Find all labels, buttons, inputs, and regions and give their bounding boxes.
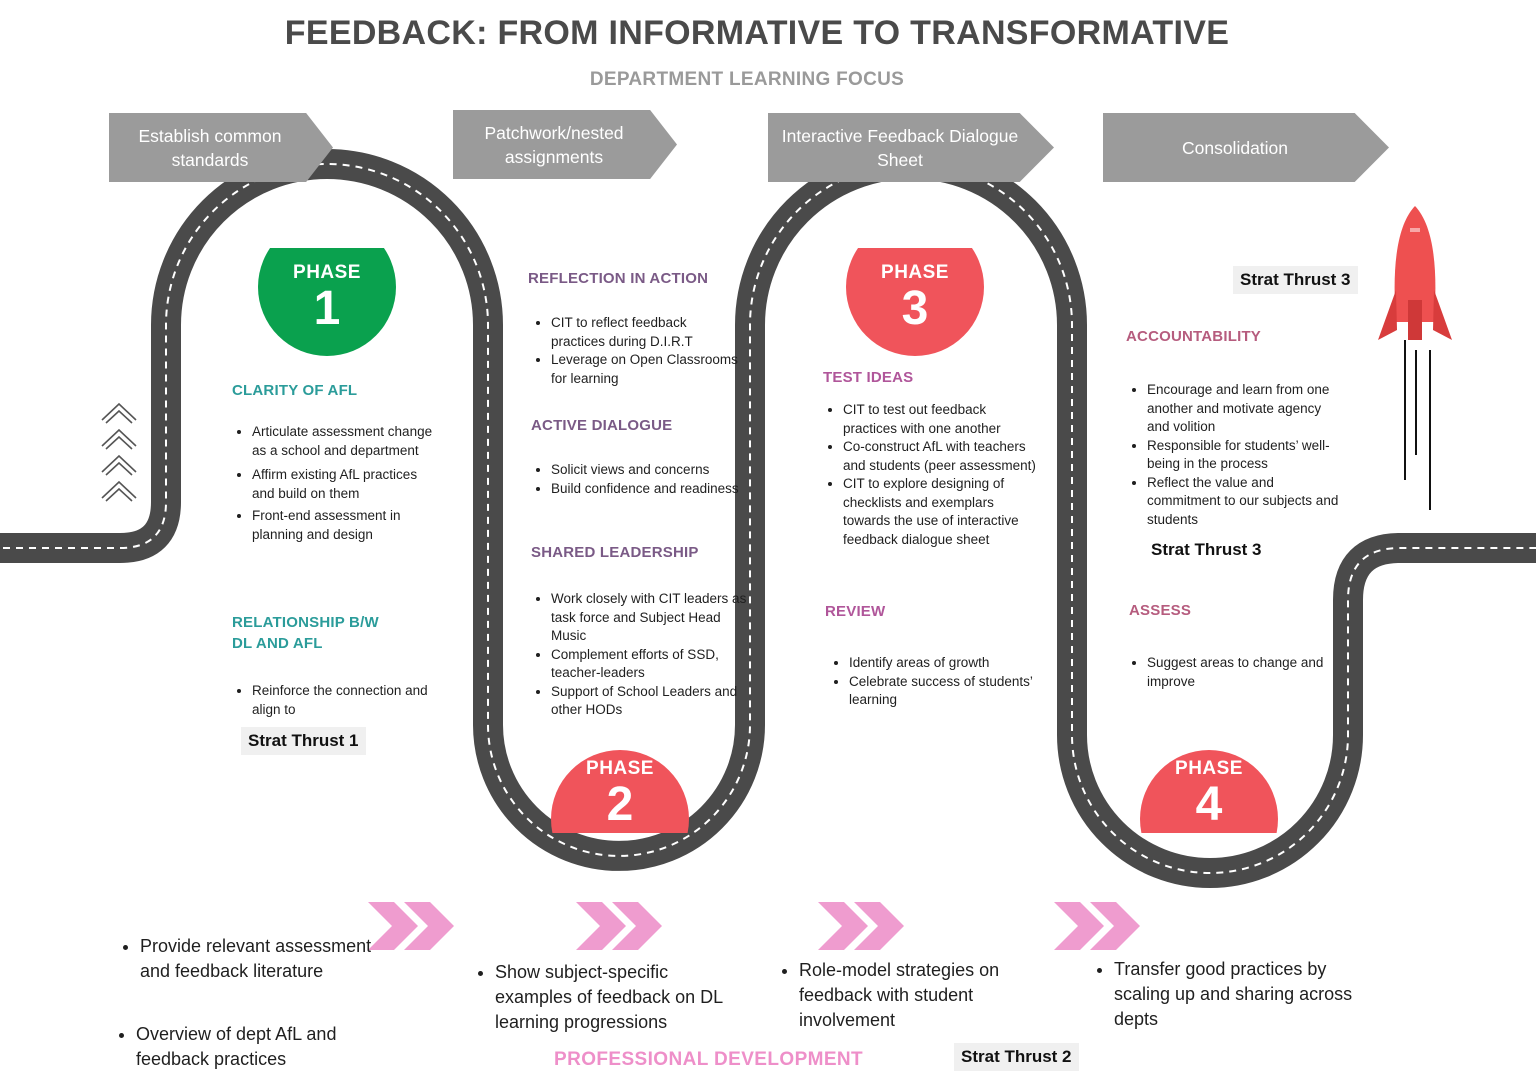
phase2-list-3: Work closely with CIT leaders as task fo…: [531, 590, 751, 720]
strat-thrust-3-top: Strat Thrust 3: [1233, 266, 1358, 294]
phase-1-badge: PHASE 1: [258, 248, 396, 356]
pd-list-2: Show subject-specific examples of feedba…: [473, 960, 745, 1035]
phase4-heading-accountability: ACCOUNTABILITY: [1126, 328, 1262, 345]
phase2-heading-dialogue: ACTIVE DIALOGUE: [531, 417, 673, 434]
phase-2-badge: PHASE 2: [551, 750, 689, 833]
banner-phase-1: Establish common standards: [109, 113, 333, 182]
banner-phase-2: Patchwork/nested assignments: [453, 110, 677, 179]
double-chevron-right-icon: [1054, 902, 1140, 950]
strat-thrust-3-mid: Strat Thrust 3: [1151, 540, 1262, 559]
phase1-list-1: Articulate assessment change as a school…: [232, 423, 442, 544]
pd-list-3: Role-model strategies on feedback with s…: [777, 958, 1049, 1033]
phase3-list-1: CIT to test out feedback practices with …: [823, 401, 1043, 549]
phase4-list-2: Suggest areas to change and improve: [1127, 654, 1347, 691]
page-title: FEEDBACK: FROM INFORMATIVE TO TRANSFORMA…: [284, 14, 1230, 52]
pd-list-1a: Provide relevant assessment and feedback…: [118, 934, 400, 984]
pd-list-4: Transfer good practices by scaling up an…: [1092, 957, 1354, 1032]
phase4-heading-assess: ASSESS: [1129, 602, 1192, 619]
phase2-list-1: CIT to reflect feedback practices during…: [531, 314, 741, 388]
phase2-list-2: Solicit views and concerns Build confide…: [531, 461, 741, 498]
phase3-list-2: Identify areas of growth Celebrate succe…: [829, 654, 1049, 710]
phase1-heading-relationship: RELATIONSHIP B/W DL AND AFL: [232, 614, 379, 652]
professional-development-label: PROFESSIONAL DEVELOPMENT: [554, 1049, 864, 1070]
banner-phase-3: Interactive Feedback Dialogue Sheet: [768, 113, 1054, 182]
phase3-heading-review: REVIEW: [825, 603, 886, 620]
up-chevrons-icon: [101, 402, 137, 502]
phase3-heading-test: TEST IDEAS: [823, 369, 914, 386]
phase1-list-2: Reinforce the connection and align to: [232, 682, 442, 719]
phase1-heading-clarity: CLARITY OF AFL: [232, 382, 358, 399]
double-chevron-right-icon: [576, 902, 662, 950]
phase4-list-1: Encourage and learn from one another and…: [1127, 381, 1347, 529]
rocket-icon: [1378, 206, 1452, 510]
banner-phase-4: Consolidation: [1103, 113, 1389, 182]
pd-list-1b: Overview of dept AfL and feedback practi…: [114, 1022, 396, 1072]
phase2-heading-leadership: SHARED LEADERSHIP: [531, 544, 699, 561]
double-chevron-right-icon: [818, 902, 904, 950]
page-subtitle: DEPARTMENT LEARNING FOCUS: [589, 69, 905, 90]
phase-3-badge: PHASE 3: [846, 248, 984, 356]
strat-thrust-1: Strat Thrust 1: [241, 727, 366, 755]
phase2-heading-reflection: REFLECTION IN ACTION: [528, 270, 709, 287]
double-chevron-right-icon: [368, 902, 454, 950]
strat-thrust-2: Strat Thrust 2: [954, 1043, 1079, 1071]
phase-4-badge: PHASE 4: [1140, 750, 1278, 833]
